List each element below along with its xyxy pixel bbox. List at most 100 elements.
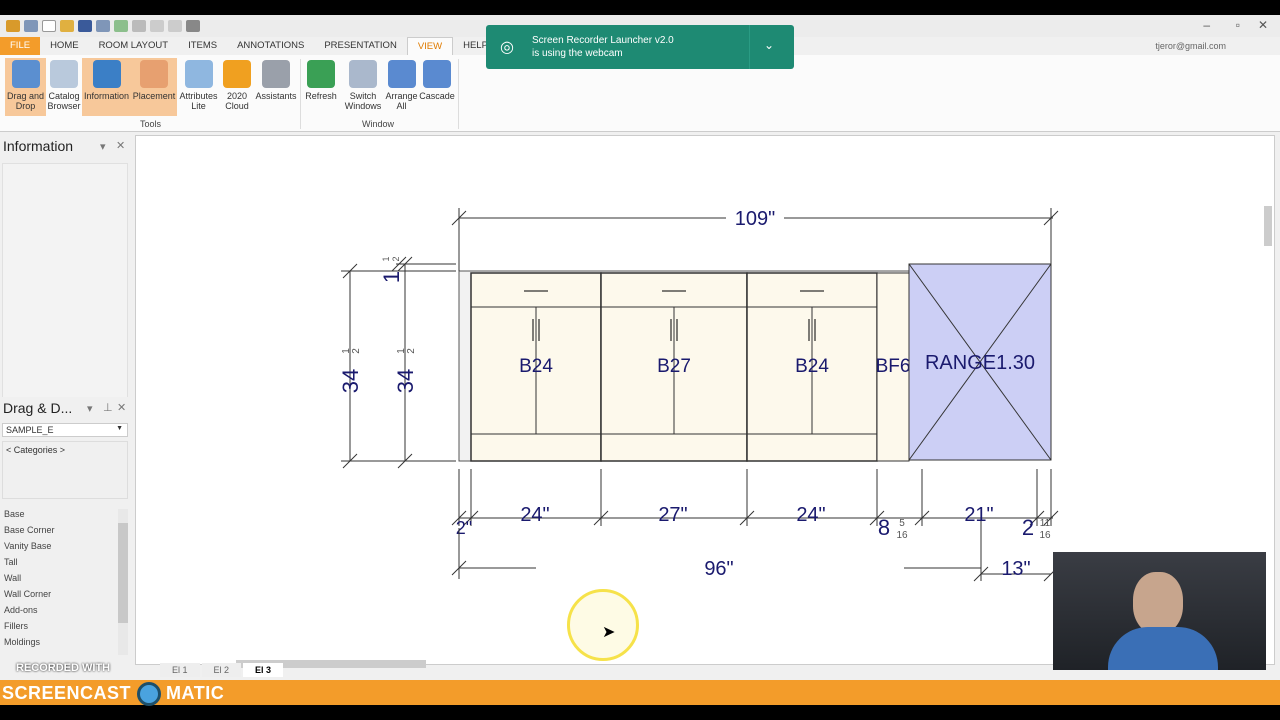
divider xyxy=(749,25,750,69)
sheet-tab[interactable]: El 1 xyxy=(160,663,200,677)
tab-items[interactable]: ITEMS xyxy=(188,40,218,51)
chevron-down-icon: ▼ xyxy=(116,425,123,432)
dimension-label: 1 xyxy=(341,348,352,354)
category-item[interactable]: Tall xyxy=(4,557,18,567)
minimize-icon[interactable]: – xyxy=(1203,18,1210,32)
new-icon[interactable] xyxy=(42,20,56,32)
drag-drop-panel: Drag & D... ▾ ⊥ ✕ SAMPLE_E ▼ < Categories… xyxy=(0,397,130,680)
ribbon-button-refresh[interactable]: Refresh xyxy=(303,58,339,116)
tab-help[interactable]: HELP xyxy=(463,40,488,51)
panel-close-icon[interactable]: ✕ xyxy=(116,140,126,152)
presenter-face xyxy=(1133,572,1183,634)
switch-windows-icon xyxy=(349,60,377,88)
dimension-label: 16 xyxy=(896,530,908,541)
panel-title: Drag & D... xyxy=(3,400,73,416)
dimension-label: 13" xyxy=(1001,558,1030,580)
button-label: Placement xyxy=(132,91,176,101)
dimension-tick xyxy=(1043,210,1059,226)
category-item[interactable]: Vanity Base xyxy=(4,541,52,551)
panel-title: Information xyxy=(3,138,74,154)
account-email[interactable]: tjeror@gmail.com xyxy=(1155,41,1226,51)
tab-home[interactable]: HOME xyxy=(50,40,79,51)
open-icon[interactable] xyxy=(60,20,74,32)
dimension-tick xyxy=(342,263,358,279)
delete-icon[interactable] xyxy=(186,20,200,32)
tab-room-layout[interactable]: ROOM LAYOUT xyxy=(98,40,169,51)
chevron-down-icon[interactable]: ⌄ xyxy=(764,38,775,52)
list-scrollbar[interactable] xyxy=(118,509,128,655)
vertical-scrollbar[interactable] xyxy=(1264,206,1272,246)
cascade-icon xyxy=(423,60,451,88)
copy-icon[interactable] xyxy=(150,20,164,32)
panel-close-icon[interactable]: ✕ xyxy=(117,402,127,414)
drag-drop-icon xyxy=(11,60,40,88)
ribbon-button-assistants[interactable]: Assistants xyxy=(255,58,297,116)
dimension-tick xyxy=(397,453,413,469)
button-label: Assistants xyxy=(255,91,297,101)
cut-icon[interactable] xyxy=(132,20,146,32)
dimension-tick xyxy=(973,566,989,582)
category-item[interactable]: Moldings xyxy=(4,637,41,647)
dimension-tick xyxy=(451,510,467,526)
dimension-label: 109" xyxy=(735,208,775,230)
ribbon-button-placement[interactable]: Placement xyxy=(131,58,177,116)
pin-icon[interactable]: ⊥ xyxy=(103,402,113,414)
catalog-value: SAMPLE_E xyxy=(6,425,54,435)
dimension-label: B24 xyxy=(519,356,553,377)
close-icon[interactable]: ✕ xyxy=(1257,18,1268,32)
cloud-icon xyxy=(223,60,251,88)
webcam-notification[interactable]: ◎ Screen Recorder Launcher v2.0 is using… xyxy=(486,25,794,69)
dimension-label: 16 xyxy=(1039,530,1051,541)
button-label: Lite xyxy=(191,101,206,111)
category-item[interactable]: Wall Corner xyxy=(4,589,52,599)
ribbon-button-information[interactable]: Information xyxy=(82,58,131,116)
notification-line1: Screen Recorder Launcher v2.0 xyxy=(532,35,674,46)
horizontal-scrollbar[interactable] xyxy=(236,660,426,668)
dimension-tick xyxy=(1043,510,1059,526)
dimension-label: B27 xyxy=(657,356,691,377)
sheet-tab[interactable]: El 2 xyxy=(201,663,242,677)
dimension-label: 2 xyxy=(351,348,362,354)
categories-nav[interactable]: < Categories > xyxy=(2,441,128,499)
dimension-label: 5 xyxy=(899,518,905,529)
save-icon[interactable] xyxy=(78,20,92,32)
sheet-tab[interactable]: El 3 xyxy=(243,663,284,677)
panel-menu-icon[interactable]: ▾ xyxy=(87,403,93,415)
undo-icon[interactable] xyxy=(96,20,110,32)
tab-presentation[interactable]: PRESENTATION xyxy=(324,40,397,51)
button-label: Cascade xyxy=(419,91,455,101)
restore-icon[interactable]: ▫ xyxy=(1235,18,1240,32)
redo-icon[interactable] xyxy=(114,20,128,32)
dimension-label: 1 xyxy=(381,256,391,261)
ribbon-button-cascade[interactable]: Cascade xyxy=(419,58,455,116)
dimension-label: 1 xyxy=(379,271,404,283)
tab-annotations[interactable]: ANNOTATIONS xyxy=(237,40,305,51)
lock-icon[interactable] xyxy=(24,20,38,32)
category-item[interactable]: Base xyxy=(4,509,25,519)
dimension-label: 21" xyxy=(964,504,993,526)
dimension-label: 2 xyxy=(391,256,401,261)
group-label-tools: Tools xyxy=(140,119,162,129)
catalog-select[interactable]: SAMPLE_E ▼ xyxy=(2,423,128,437)
category-item[interactable]: Wall xyxy=(4,573,22,583)
paste-icon[interactable] xyxy=(168,20,182,32)
category-item[interactable]: Fillers xyxy=(4,621,28,631)
category-item[interactable]: Add-ons xyxy=(4,605,38,615)
cursor-highlight xyxy=(567,589,639,661)
button-label: Switch xyxy=(349,91,377,101)
panel-menu-icon[interactable]: ▾ xyxy=(100,141,106,153)
tab-file[interactable]: FILE xyxy=(0,37,41,55)
category-item[interactable]: Base Corner xyxy=(4,525,55,535)
tab-view[interactable]: VIEW xyxy=(406,37,454,55)
dimension-label: 8 xyxy=(878,515,890,540)
dimension-label: RANGE1.30 xyxy=(925,352,1035,374)
dimension-label: B24 xyxy=(795,356,829,377)
